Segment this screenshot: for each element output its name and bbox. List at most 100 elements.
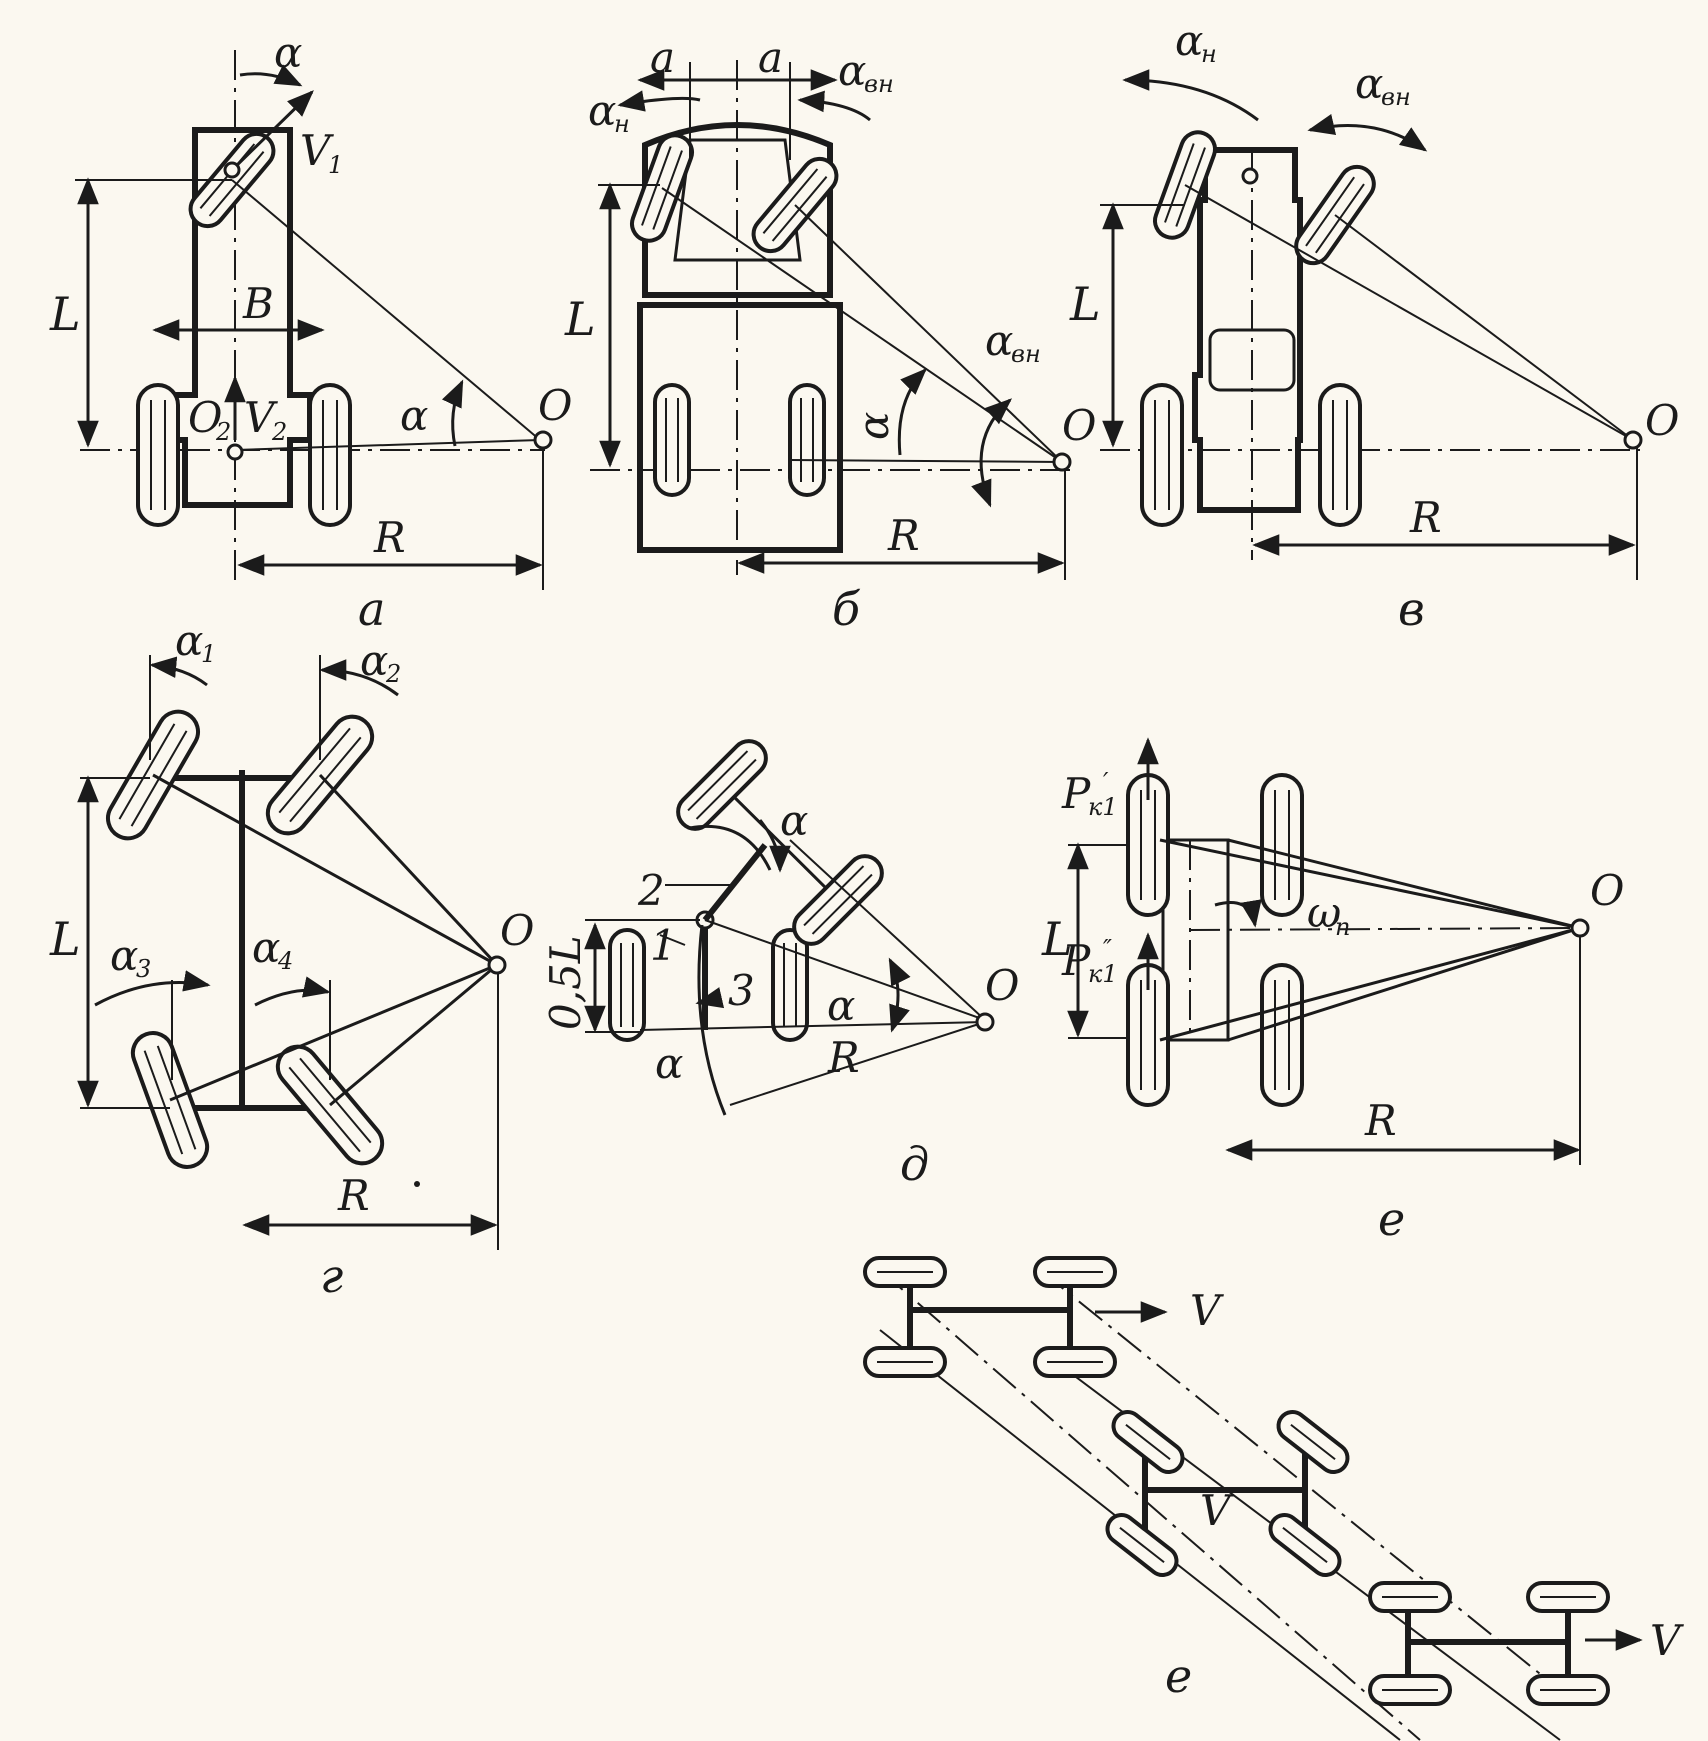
panel-g-R-label: R [337, 1171, 370, 1220]
panel-e-omega-arc [1214, 899, 1262, 928]
panel-e-caption: е [1378, 1192, 1405, 1246]
panel-e-omega-label: ω [1307, 888, 1341, 937]
panel-b-alpha-vn-lower-label: α [985, 316, 1013, 365]
panel-d-ray-hinge [704, 919, 986, 1021]
panel-e-pk1-prime: ′ [1103, 768, 1109, 796]
panel-e-pk2-prime: ″ [1103, 935, 1112, 963]
panel-d-O-label: O [985, 961, 1019, 1010]
panel-a-v2-label: V [244, 393, 278, 442]
panel-b-a-right-label: a [758, 33, 783, 82]
panel-g-caption: г [320, 1249, 343, 1303]
panel-v-alpha-vn-label: α [1355, 59, 1383, 108]
panel-g-dot-mark [414, 1181, 420, 1187]
panel-b-alpha-vn-arc [797, 90, 871, 122]
panel-d-radius-ray [729, 1021, 986, 1106]
panel-d-alpha-o-label: α [827, 981, 855, 1030]
panel-a-R-label: R [373, 513, 406, 562]
panel-a-o2-point [226, 443, 244, 461]
panel-g-L-label: L [49, 912, 81, 966]
panel-v-alpha-n-sub: н [1201, 40, 1217, 68]
panel-g-a3-arc [94, 970, 211, 1007]
panel-e-ray-3 [1159, 926, 1581, 1042]
panel-v-ray-inner [1334, 214, 1634, 441]
panel-e: P к1 ′ P к1 ″ ω п L O R е [1041, 737, 1624, 1246]
panel-g-a2-sub: 2 [385, 660, 401, 688]
panel-a-o2-sub: 2 [215, 418, 231, 446]
panel-v-rear-left-wheel [1140, 383, 1184, 527]
panel-d-marker-1: 1 [650, 921, 677, 970]
panel-e2-bottom-wheel-1 [1368, 1581, 1452, 1613]
panel-d-trajectory-curve [689, 824, 772, 871]
panel-a-turning-ray [231, 179, 541, 441]
panel-a-rear-right-wheel [308, 383, 352, 527]
panel-e-ray-2 [1227, 838, 1581, 930]
panel-e-turn-center [1570, 918, 1590, 938]
panel-a-alpha-o-label: α [400, 391, 428, 440]
panel-e-rear-right-wheel [1260, 963, 1304, 1107]
panel-a-O-label: O [538, 381, 572, 430]
panel-e-L-label: L [1041, 912, 1073, 966]
panel-b-alpha-vn-lower-sub: вн [1011, 340, 1041, 368]
panel-e-pk2-sub: к1 [1088, 960, 1118, 988]
panel-d-alpha-o-arc [888, 957, 911, 1033]
panel-v-alpha-n-label: α [1175, 16, 1203, 65]
panel-v-ray-outer [1184, 184, 1634, 441]
panel-v: α н α вн L O R в [1069, 16, 1679, 636]
panel-g-ray-4 [329, 963, 498, 1107]
panel-b-R-label: R [887, 511, 920, 560]
panel-a-caption: а [358, 582, 385, 636]
panel-g-a1-arc [149, 656, 208, 687]
panel-g-a4-arc [254, 976, 331, 1007]
panel-v-caption: в [1398, 582, 1425, 636]
panel-b-hood [673, 138, 802, 262]
panel-e2-bottom-wheel-4 [1526, 1674, 1610, 1706]
panel-g-a2-label: α [360, 636, 388, 685]
panel-a-alpha-top-arc [239, 64, 303, 87]
panel-e-pk1-sub: к1 [1088, 793, 1118, 821]
panel-d-leader-1 [659, 934, 686, 946]
panel-e-O-label: O [1590, 866, 1624, 915]
panel-g-a3-label: α [110, 931, 138, 980]
panel-a-B-label: B [242, 279, 274, 328]
panel-e2: V V V е [863, 1256, 1684, 1741]
panel-e-ray-4 [1227, 926, 1581, 1042]
panel-e2-track-line-1 [879, 1269, 1421, 1741]
panel-b-O-label: O [1062, 401, 1096, 450]
panel-e2-top-wheel-2 [1033, 1256, 1117, 1288]
panel-b-alpha-n-lower-arc [897, 368, 927, 456]
panel-a-o2-label: O [188, 393, 222, 442]
panel-e2-bottom-wheel-3 [1368, 1674, 1452, 1706]
panel-e2-track-line-3 [1039, 1269, 1561, 1691]
panel-e-body [1161, 838, 1230, 1042]
panel-g: α 1 α 2 α 3 α 4 L O R г [49, 616, 534, 1303]
panel-b-L-label: L [564, 292, 596, 346]
panel-b-rear-right-wheel [788, 383, 826, 497]
panel-v-pivot [1241, 167, 1259, 185]
panel-e-pk1-label: P [1061, 769, 1091, 818]
panel-g-a4-sub: 4 [277, 947, 293, 975]
panel-e2-top-wheel-4 [1033, 1346, 1117, 1378]
panel-b-alpha-vn-sub: вн [864, 70, 894, 98]
panel-e2-v-mid-label: V [1200, 1486, 1234, 1535]
panel-d-turn-center [975, 1012, 995, 1032]
panel-g-ray-2 [318, 773, 499, 967]
panel-d-half-L-label: 0,5L [541, 935, 590, 1030]
panel-g-a1-label: α [175, 616, 203, 665]
panel-d-alpha-bottom-label: α [655, 1039, 683, 1088]
panel-g-ray-3 [169, 963, 498, 1102]
panel-g-a3-sub: 3 [136, 955, 151, 983]
panel-d-rear-axle-ray [639, 1021, 986, 1031]
panel-g-O-label: O [500, 906, 534, 955]
panel-e-R-label: R [1364, 1096, 1397, 1145]
panel-a-turn-center [533, 430, 553, 450]
panel-b-caption: б [832, 582, 861, 636]
panel-e2-v-top-label: V [1190, 1286, 1224, 1335]
panel-d-front-ray [789, 839, 986, 1021]
panel-a-o1-point [223, 161, 241, 179]
panel-b-axle-ray [789, 459, 1063, 463]
panel-e-pk2-label: P [1061, 936, 1091, 985]
panel-g-turn-center [487, 955, 507, 975]
panel-e2-top-wheel-1 [863, 1256, 947, 1288]
panel-d: α 2 1 3 0,5L α α R O д [541, 734, 1019, 1191]
